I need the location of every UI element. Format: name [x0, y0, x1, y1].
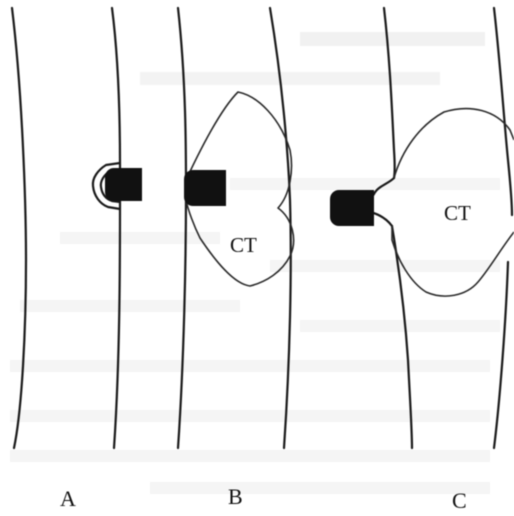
panel-c-plug-block-square-edge — [350, 190, 374, 226]
panel-c-ct-label: CT — [444, 201, 471, 225]
panel-b-label: B — [228, 484, 243, 509]
panel-a-label: A — [60, 486, 76, 511]
panel-a — [12, 8, 142, 448]
panel-c-label: C — [452, 488, 467, 513]
panel-a-left-wall — [12, 8, 26, 448]
panel-c-right-wall-lower — [494, 262, 508, 448]
bleed-through-text — [10, 32, 500, 494]
panel-b-plug-block-square-edge — [200, 170, 226, 206]
panel-a-right-wall — [112, 8, 120, 448]
panel-a-plug-block-square-edge — [122, 168, 142, 201]
panel-b-ct-label: CT — [230, 233, 257, 257]
